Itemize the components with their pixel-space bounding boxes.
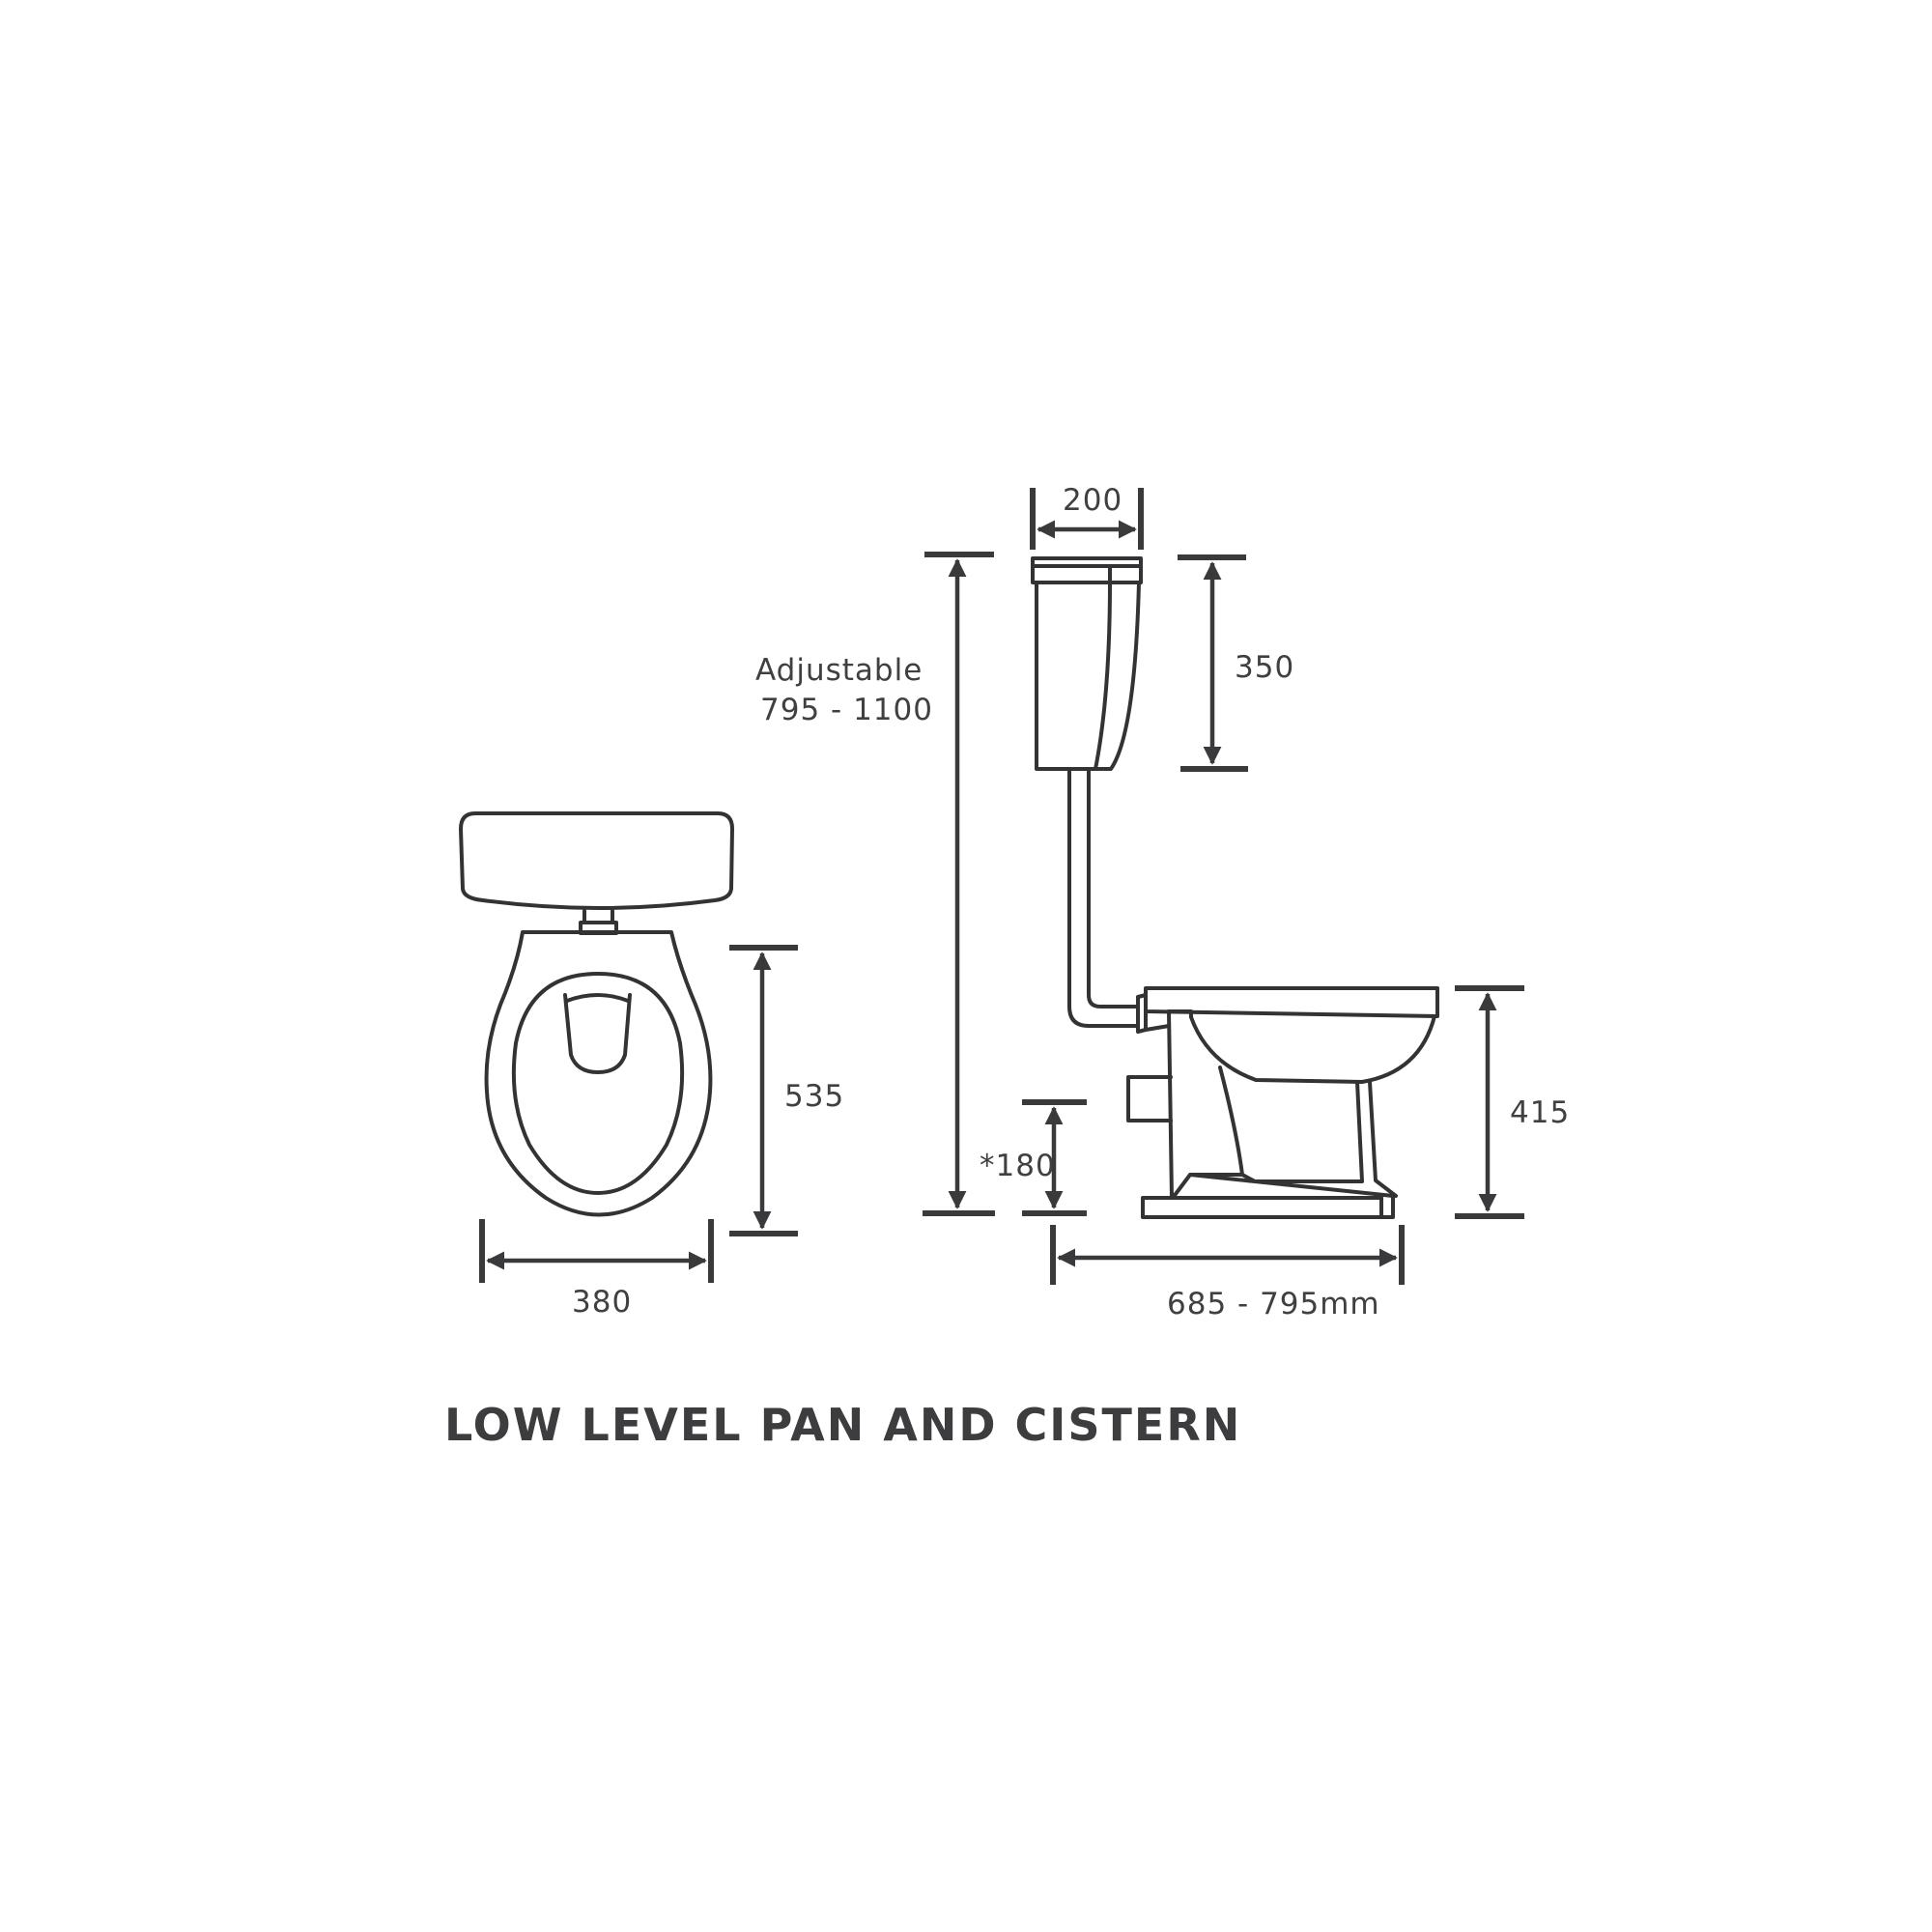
side-seat (1144, 986, 1439, 1018)
side-outlet-spigot (1126, 1075, 1173, 1122)
front-cistern (459, 811, 734, 910)
side-base (1141, 1173, 1395, 1219)
side-bowl (1167, 1009, 1436, 1084)
front-pan-outline (484, 930, 713, 1217)
side-view (1031, 556, 1439, 1219)
dimension-cistern-depth (1030, 488, 1144, 550)
side-pedestal (1167, 1009, 1398, 1200)
label-adjustable-line2: 795 - 1100 (760, 693, 933, 727)
dimension-front-width (479, 1219, 714, 1283)
label-projection: 685 - 795mm (1167, 1287, 1380, 1321)
side-flush-pipe (1067, 767, 1140, 1028)
side-cistern-lid (1031, 556, 1143, 584)
dimension-adjustable-height (923, 552, 995, 1216)
dimension-pan-height (1455, 985, 1524, 1219)
label-pan-height: 415 (1510, 1095, 1571, 1130)
dimension-front-height (729, 945, 798, 1236)
drawing-title: LOW LEVEL PAN AND CISTERN (444, 1399, 1242, 1451)
label-front-height: 535 (784, 1079, 845, 1114)
dimension-outlet-height (1022, 1099, 1087, 1216)
front-flush-connector (579, 909, 618, 935)
side-cistern-body (1035, 581, 1141, 771)
front-seat-opening (511, 972, 685, 1195)
label-outlet-height: *180 (980, 1149, 1056, 1183)
label-cistern-depth: 200 (1063, 483, 1123, 518)
front-trapway (563, 993, 632, 1074)
front-view (459, 811, 734, 1217)
side-pipe-connector (1136, 993, 1171, 1034)
label-adjustable-line1: Adjustable (755, 653, 923, 688)
label-cistern-height: 350 (1235, 650, 1295, 685)
dimension-projection (1050, 1225, 1405, 1285)
label-front-width: 380 (572, 1285, 633, 1320)
dimension-cistern-height (1178, 554, 1248, 772)
